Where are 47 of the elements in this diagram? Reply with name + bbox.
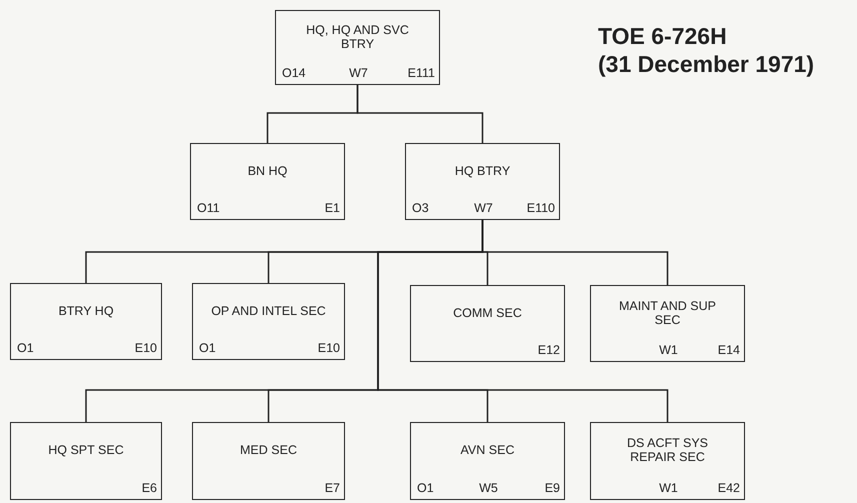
date-label: (31 December 1971) [598, 50, 814, 78]
unit-box [10, 422, 162, 500]
strength-figure: O11 [197, 200, 220, 216]
strength-figure: W5 [479, 480, 498, 496]
unit-box [590, 285, 745, 362]
strength-figure: E6 [142, 480, 157, 496]
unit-name: HQ SPT SEC [48, 443, 124, 457]
strength-figure: W7 [349, 65, 368, 81]
title: TOE 6-726H [598, 22, 727, 50]
unit-box [10, 283, 162, 360]
unit-name: HQ BTRY [454, 164, 510, 178]
strength-figure: E7 [324, 480, 340, 496]
unit-box [405, 143, 560, 220]
unit-name: COMM SEC [453, 306, 522, 320]
connector-line [356, 85, 484, 143]
unit-box [410, 285, 565, 362]
unit-box [190, 143, 345, 220]
unit-name: MAINT AND SUP SEC [618, 298, 717, 326]
strength-figure: E10 [318, 340, 340, 356]
unit-name: OP AND INTEL SEC [211, 304, 326, 318]
strength-figure: E42 [718, 480, 740, 496]
unit-name: BTRY HQ [58, 304, 114, 318]
strength-figure: E111 [408, 65, 435, 81]
strength-figure: O1 [17, 340, 34, 356]
strength-figure: E10 [134, 340, 157, 356]
unit-name: HQ, HQ AND SVC BTRY [305, 22, 410, 50]
unit-name: BN HQ [248, 164, 288, 178]
strength-figure: E1 [324, 200, 340, 216]
strength-figure: O1 [199, 340, 216, 356]
strength-figure: E12 [538, 342, 560, 358]
strength-figure: E9 [544, 480, 560, 496]
unit-box [275, 10, 440, 85]
unit-name: DS ACFT SYS REPAIR SEC [626, 436, 710, 464]
strength-figure: W7 [474, 200, 493, 216]
unit-box [410, 422, 565, 500]
strength-figure: E14 [718, 342, 740, 358]
strength-figure: O14 [282, 65, 306, 81]
strength-figure: O1 [417, 480, 434, 496]
unit-box [192, 283, 345, 360]
strength-figure: W1 [659, 480, 678, 496]
unit-box [192, 422, 345, 500]
strength-figure: O3 [412, 200, 429, 216]
unit-name: AVN SEC [460, 443, 514, 457]
unit-box [590, 422, 745, 500]
strength-figure: E110 [526, 200, 555, 216]
strength-figure: W1 [659, 342, 678, 358]
unit-name: MED SEC [240, 443, 297, 457]
